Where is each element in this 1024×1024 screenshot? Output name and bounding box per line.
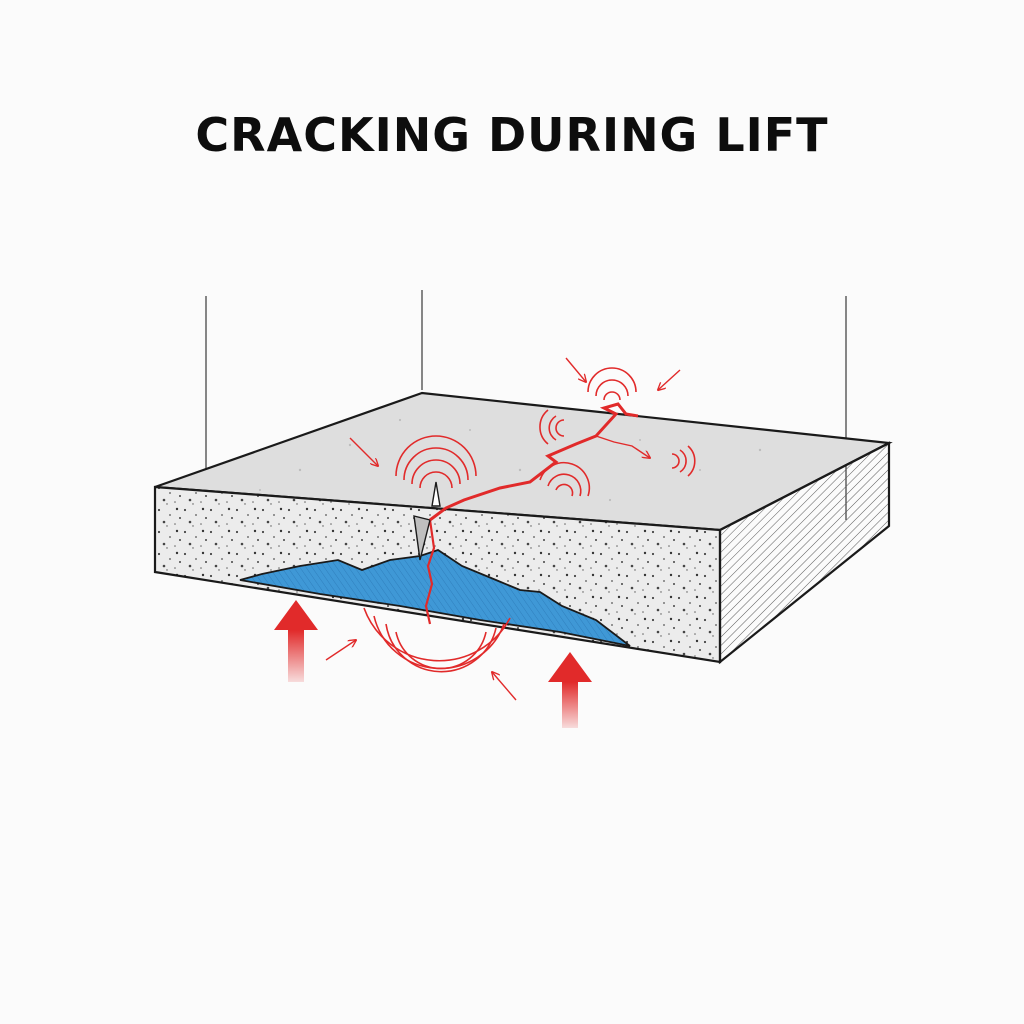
stress-wave-under <box>363 607 511 673</box>
stress-waves <box>363 367 696 673</box>
stress-wave-mid <box>539 461 591 497</box>
crack-front-face <box>424 519 436 625</box>
diagram-title: CRACKING DURING LIFT <box>195 108 829 162</box>
up-arrow-icon <box>274 600 318 682</box>
stress-wave-crack-right <box>671 445 696 477</box>
stress-wave-main <box>395 435 477 489</box>
stress-pointer-3 <box>658 369 681 390</box>
stress-pointers <box>325 357 681 701</box>
slab-side-face <box>718 441 891 665</box>
stress-pointer-5 <box>492 672 517 701</box>
crack-notch <box>413 515 431 561</box>
stress-pointer-2 <box>565 357 586 382</box>
stress-pointer-4 <box>325 640 356 661</box>
up-arrow-icon <box>548 652 592 728</box>
crack-origin-spike <box>431 481 441 507</box>
void-under-slab <box>239 549 631 647</box>
crack-top-surface <box>429 402 639 522</box>
stress-pointer-1 <box>349 437 378 466</box>
stress-wave-upper <box>587 367 637 401</box>
stress-wave-crack-left <box>539 409 565 445</box>
crack-branch <box>595 435 650 458</box>
slab-top-texture <box>259 418 762 502</box>
